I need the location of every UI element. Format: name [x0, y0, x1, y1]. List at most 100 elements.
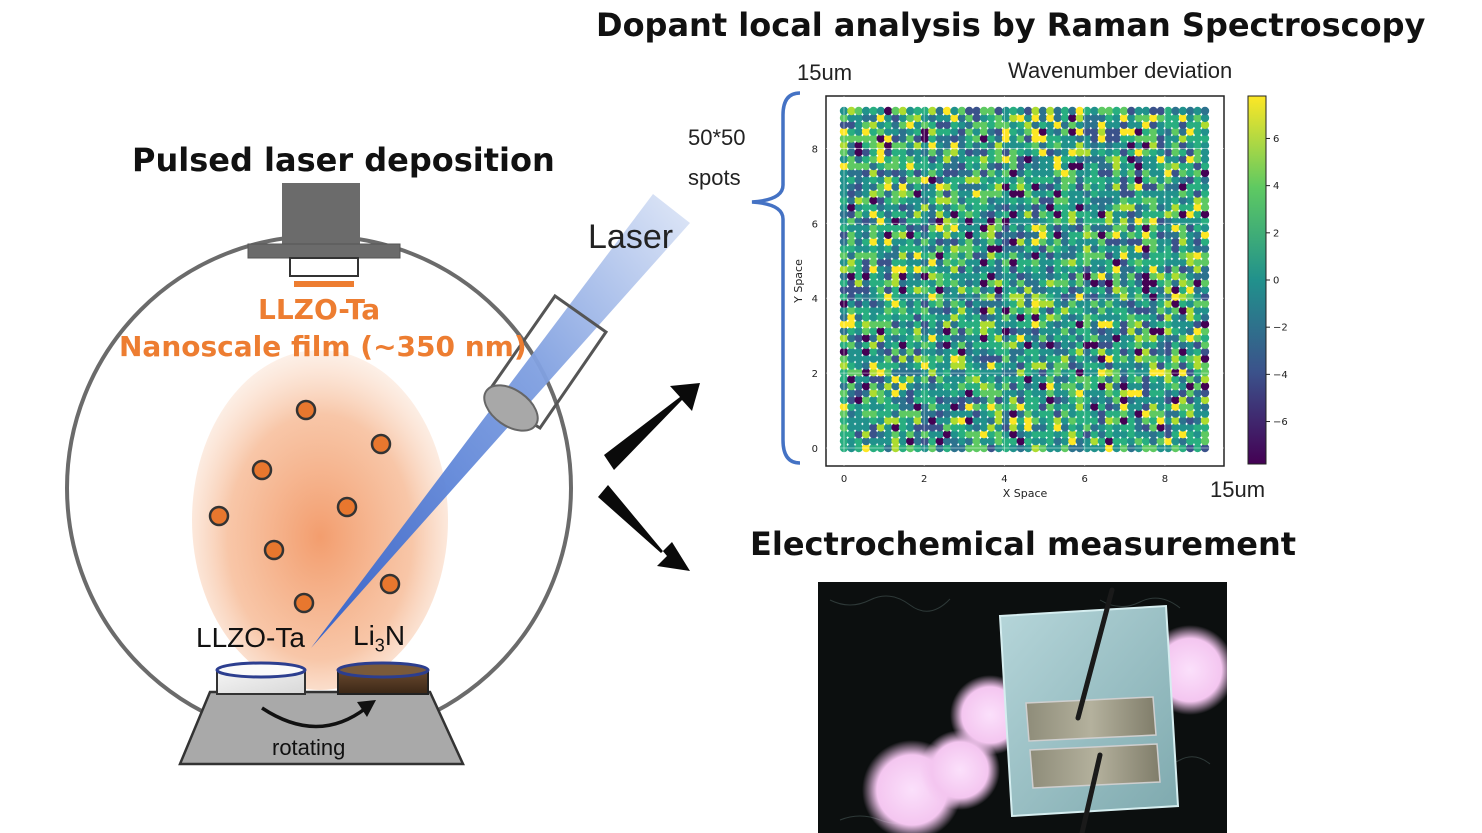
heatmap-spot	[1009, 326, 1018, 336]
heatmap-spot	[965, 347, 974, 356]
heatmap-spot	[1090, 368, 1099, 377]
heatmap-spot	[1171, 306, 1180, 315]
heatmap-spot	[1134, 120, 1143, 129]
heatmap-spot	[898, 395, 908, 405]
heatmap-spot	[1171, 141, 1180, 150]
heatmap-spot	[1053, 409, 1062, 418]
heatmap-spot	[1186, 436, 1195, 446]
heatmap-spot	[979, 402, 989, 411]
heatmap-spot	[1119, 175, 1129, 184]
heatmap-spot	[1038, 313, 1048, 322]
heatmap-spot	[1105, 347, 1114, 356]
heatmap-spot	[1038, 134, 1048, 143]
heatmap-spot	[987, 313, 996, 322]
heatmap-spot	[1193, 292, 1202, 301]
heatmap-spot	[1171, 354, 1180, 363]
heatmap-spot	[1156, 326, 1166, 336]
heatmap-spot	[891, 388, 900, 398]
heatmap-spot	[891, 127, 900, 136]
heatmap-spot	[1082, 134, 1092, 143]
heatmap-spot	[1127, 148, 1136, 157]
heatmap-spot	[1127, 368, 1136, 377]
heatmap-spot	[1001, 326, 1011, 336]
heatmap-spot	[950, 416, 959, 425]
heatmap-spot	[920, 306, 930, 315]
heatmap-spot	[861, 106, 871, 116]
heatmap-spot	[839, 299, 849, 308]
heatmap-spot	[1105, 265, 1114, 274]
heatmap-spot	[1001, 333, 1011, 343]
heatmap-spot	[1023, 436, 1033, 446]
spots-word: spots	[688, 165, 741, 190]
heatmap-spot	[1097, 354, 1107, 363]
heatmap-spot	[1171, 154, 1180, 164]
heatmap-spot	[1178, 271, 1188, 281]
heatmap-spot	[1171, 299, 1180, 308]
heatmap-spot	[1031, 161, 1040, 171]
heatmap-spot	[1149, 230, 1158, 239]
heatmap-spot	[854, 340, 863, 349]
heatmap-spot	[928, 203, 937, 212]
heatmap-spot	[1178, 354, 1188, 363]
heatmap-spot	[920, 154, 930, 164]
heatmap-spot	[1046, 216, 1055, 226]
heatmap-spot	[957, 134, 967, 143]
heatmap-spot	[950, 381, 959, 391]
heatmap-spot	[839, 354, 849, 363]
heatmap-spot	[1105, 313, 1114, 322]
heatmap-spot	[950, 134, 959, 143]
heatmap-spot	[1178, 161, 1188, 171]
heatmap-x-tick-label: 6	[1081, 474, 1087, 485]
heatmap-spot	[839, 285, 849, 294]
heatmap-spot	[898, 361, 908, 370]
heatmap-spot	[950, 189, 959, 198]
heatmap-spot	[972, 196, 981, 205]
heatmap-spot	[965, 340, 974, 349]
heatmap-spot	[876, 368, 885, 377]
heatmap-spot	[1097, 271, 1107, 281]
heatmap-spot	[869, 354, 878, 363]
heatmap-spot	[1023, 154, 1033, 164]
heatmap-spot	[854, 175, 863, 184]
heatmap-spot	[1016, 443, 1025, 453]
heatmap-spot	[1112, 127, 1121, 136]
heatmap-spot	[1082, 278, 1092, 288]
heatmap-spot	[913, 354, 922, 363]
heatmap-spot	[1075, 141, 1085, 150]
heatmap-spot	[1038, 216, 1048, 226]
heatmap-spot	[1068, 120, 1077, 129]
heatmap-spot	[979, 230, 989, 239]
heatmap-spot	[1023, 361, 1033, 370]
heatmap-spot	[906, 154, 915, 164]
heatmap-spot	[1134, 271, 1143, 281]
heatmap-spot	[1200, 120, 1210, 129]
heatmap-spot	[847, 402, 856, 411]
heatmap-spot	[1023, 120, 1033, 129]
heatmap-spot	[1200, 196, 1210, 205]
heatmap-spot	[1016, 320, 1025, 329]
heatmap-spot	[1156, 443, 1166, 453]
heatmap-spot	[1046, 141, 1055, 150]
heatmap-spot	[1090, 326, 1099, 336]
heatmap-spot	[1046, 375, 1055, 384]
heatmap-spot	[935, 210, 944, 219]
heatmap-spot	[957, 258, 967, 267]
heatmap-spot	[1060, 113, 1070, 123]
heatmap-spot	[1068, 381, 1077, 391]
heatmap-spot	[913, 141, 922, 150]
heatmap-spot	[1046, 237, 1055, 246]
heatmap-spot	[942, 409, 952, 418]
heatmap-spot	[928, 340, 937, 349]
heatmap-spot	[1149, 106, 1158, 116]
heatmap-spot	[972, 161, 981, 171]
heatmap-spot	[987, 251, 996, 260]
heatmap-spot	[1141, 347, 1151, 356]
heatmap-spot	[861, 210, 871, 219]
heatmap-spot	[913, 175, 922, 184]
heatmap-spot	[965, 141, 974, 150]
heatmap-spot	[1178, 430, 1188, 439]
heatmap-spot	[861, 230, 871, 239]
heatmap-spot	[913, 210, 922, 219]
heatmap-spot	[1164, 395, 1173, 405]
heatmap-spot	[1186, 223, 1195, 233]
